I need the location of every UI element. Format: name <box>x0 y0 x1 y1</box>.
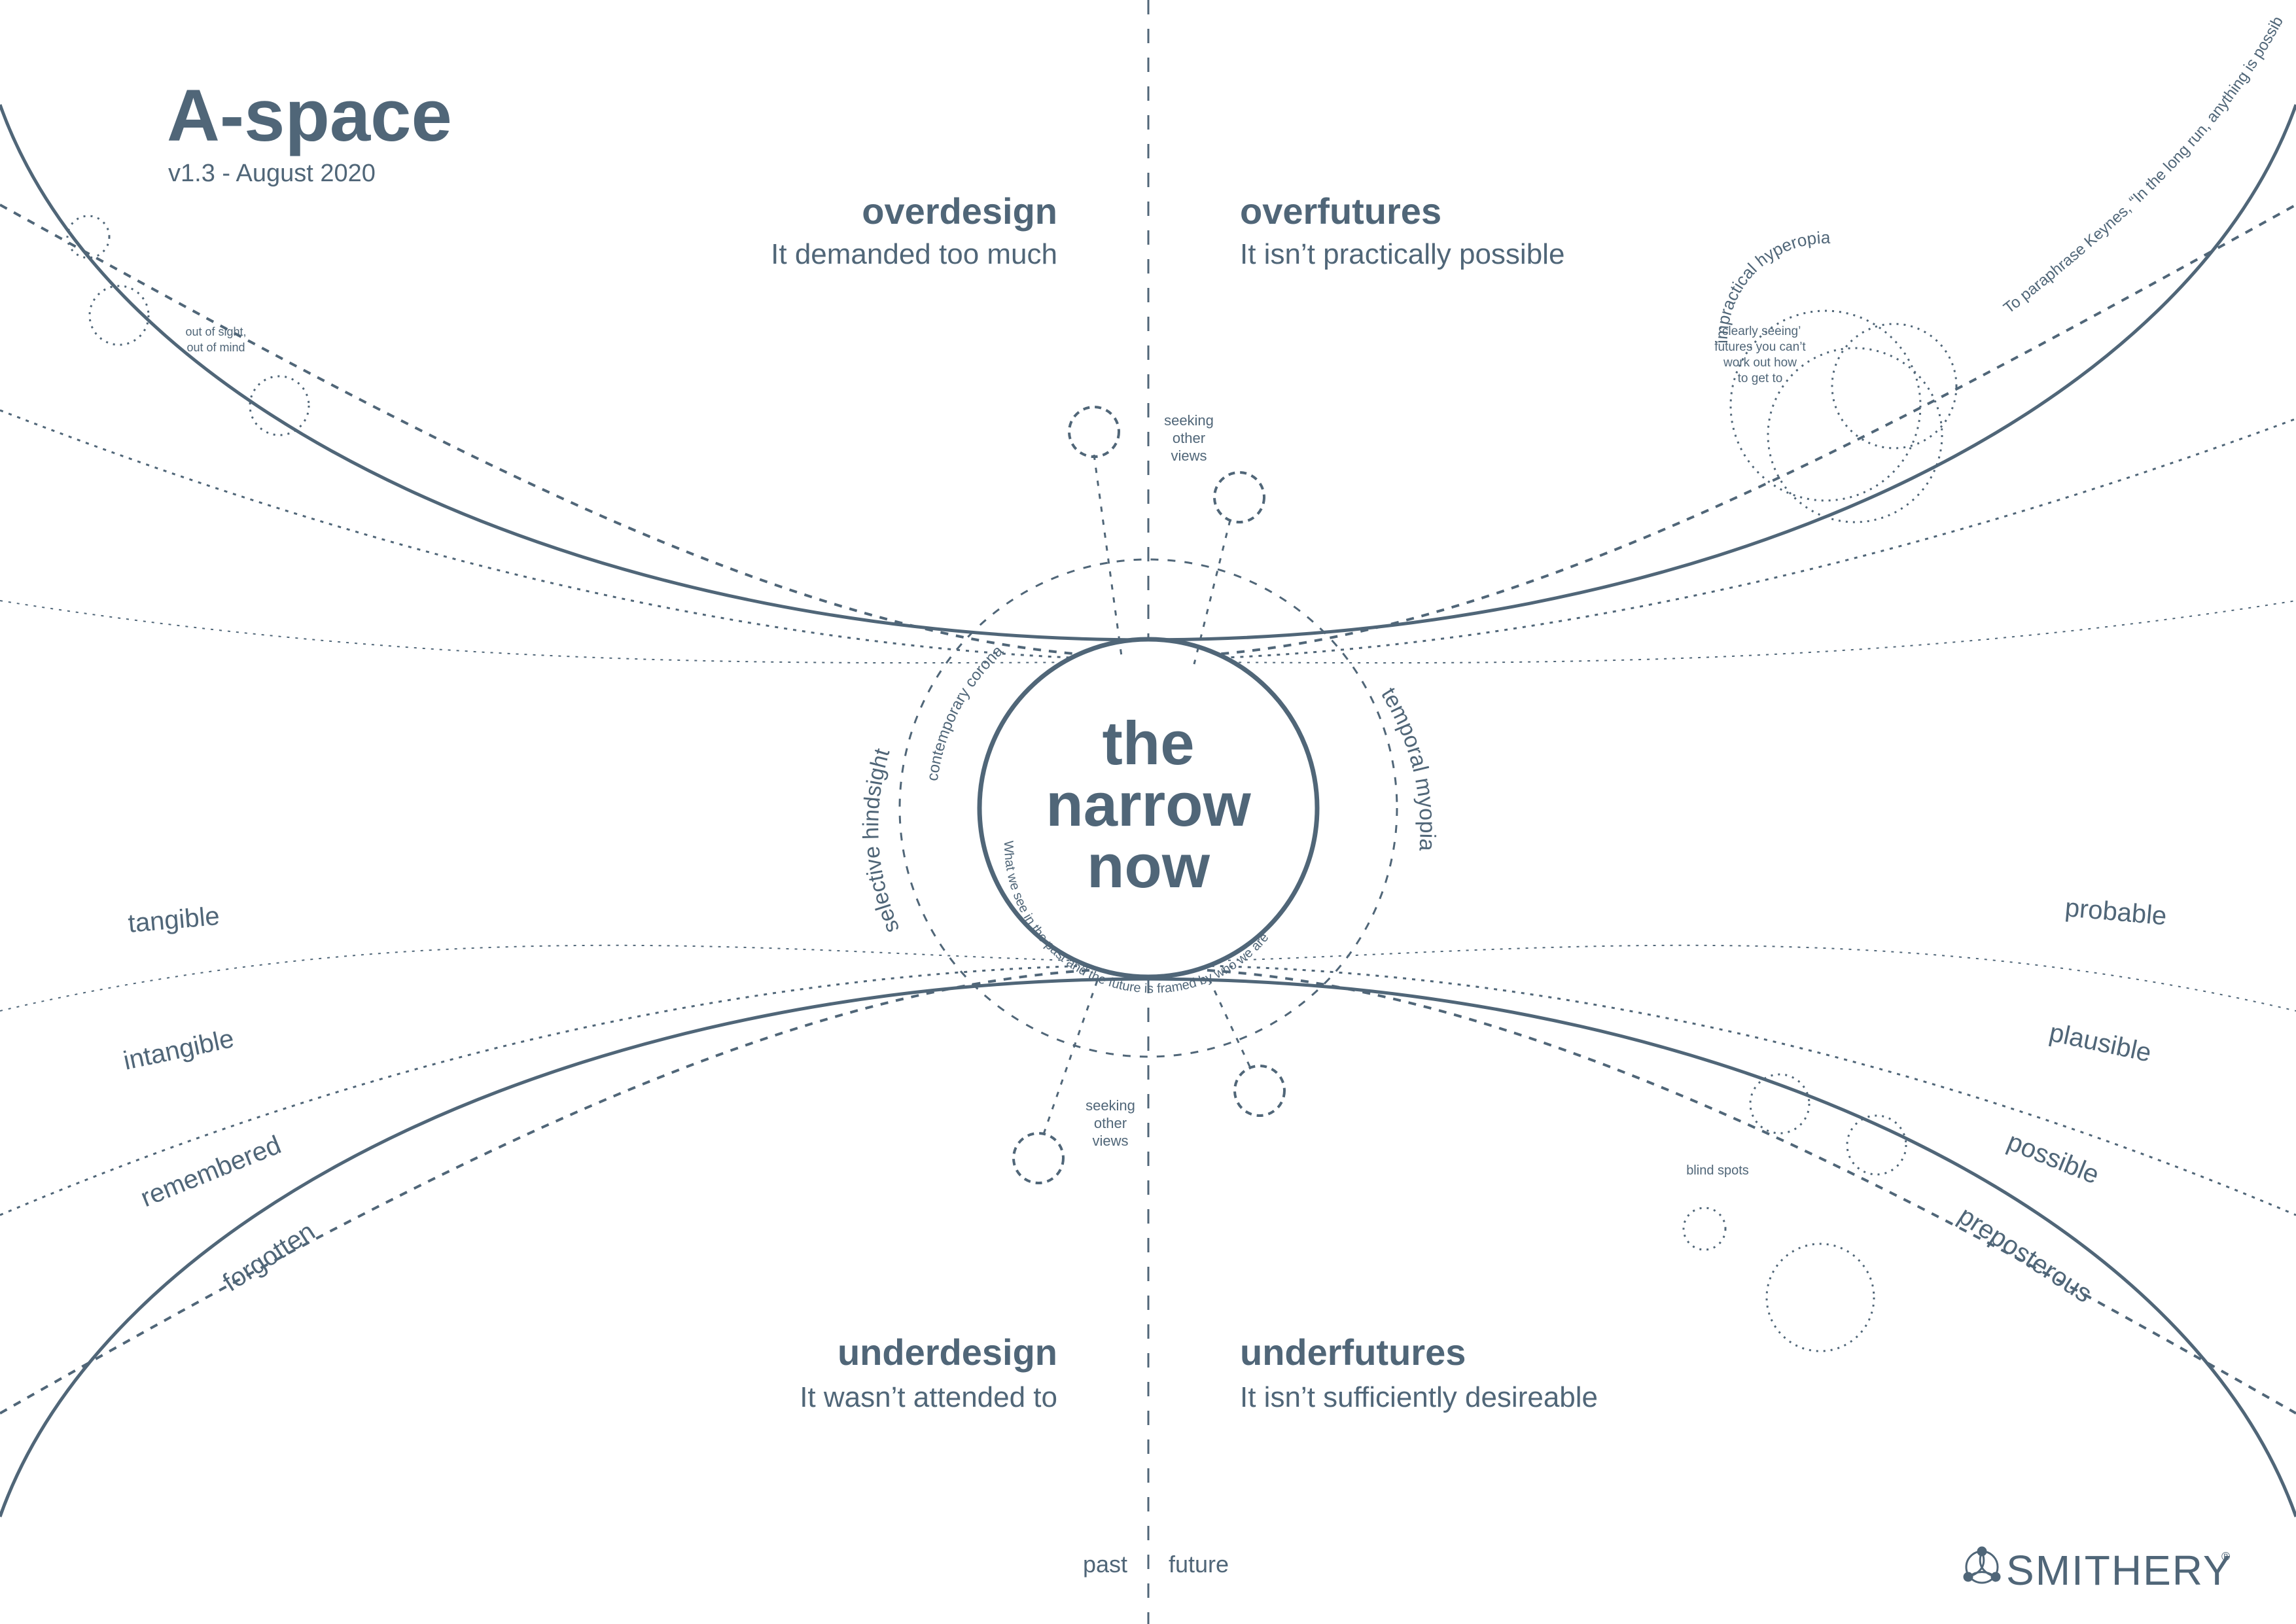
overfutures-subtitle: It isn’t practically possible <box>1240 238 1564 270</box>
narrow-now-circle <box>977 637 1320 980</box>
blind-spot-circles <box>1682 1073 1907 1352</box>
contemporary-corona <box>898 558 1398 1058</box>
past-label: past <box>1083 1551 1127 1578</box>
narrow-now-line-3: now <box>1087 832 1210 900</box>
underfutures-title: underfutures <box>1240 1332 1466 1373</box>
underdesign-title: underdesign <box>838 1332 1057 1373</box>
level-plausible: plausible <box>2047 1018 2154 1068</box>
seeking-circle-2 <box>1213 471 1265 523</box>
out-of-sight-circles <box>66 215 310 436</box>
blind-spots-label: blind spots <box>1686 1163 1749 1178</box>
level-possible: possible <box>2004 1127 2104 1190</box>
svg-text:other: other <box>1094 1115 1127 1131</box>
version-label: v1.3 - August 2020 <box>168 160 376 187</box>
upper-band-dotted <box>0 409 2296 661</box>
overdesign-subtitle: It demanded too much <box>771 238 1057 270</box>
temporal-myopia-label: temporal myopia <box>1376 683 1439 852</box>
selective-hindsight-label: selective hindsight <box>858 745 904 936</box>
svg-text:to get to: to get to <box>1738 372 1783 385</box>
svg-text:out of sight,: out of sight, <box>185 325 246 338</box>
overfutures-title: overfutures <box>1240 190 1441 232</box>
seeking-line-3 <box>1042 974 1101 1135</box>
smithery-mark-icon <box>1963 1546 2001 1584</box>
svg-text:other: other <box>1173 430 1205 446</box>
svg-text:seeking: seeking <box>1164 412 1214 429</box>
svg-text:work out how: work out how <box>1723 356 1797 370</box>
seeking-circle-3 <box>1012 1132 1065 1184</box>
seeking-line-1 <box>1093 454 1123 662</box>
future-label: future <box>1169 1551 1229 1578</box>
keynes-quote: To paraphrase Keynes, “In the long run, … <box>0 0 2287 317</box>
seeking-other-views-bottom: seeking other views <box>1086 1097 1135 1149</box>
narrow-now-line-1: the <box>1103 709 1195 777</box>
seeking-other-views-top: seeking other views <box>1164 412 1214 464</box>
clearly-seeing-label: ‘clearly seeing’ futures you can’t work … <box>1714 325 1806 385</box>
seeking-line-2 <box>1193 520 1231 665</box>
out-of-sight-label: out of sight, out of mind <box>185 325 246 354</box>
narrow-now-line-2: narrow <box>1046 770 1251 839</box>
svg-text:seeking: seeking <box>1086 1097 1135 1114</box>
underfutures-subtitle: It isn’t sufficiently desireable <box>1240 1381 1598 1413</box>
svg-text:out of mind: out of mind <box>186 341 245 354</box>
smithery-logo: SMITHERY ® <box>1963 1546 2233 1594</box>
level-intangible: intangible <box>121 1024 237 1076</box>
level-preposterous: preposterous <box>1953 1201 2097 1309</box>
page-title: A-space <box>167 75 452 156</box>
svg-text:views: views <box>1092 1133 1128 1149</box>
seeking-line-4 <box>1206 974 1251 1067</box>
svg-text:‘clearly seeing’: ‘clearly seeing’ <box>1720 325 1801 338</box>
hyperopia-circles <box>1729 309 1958 523</box>
level-tangible: tangible <box>127 902 221 938</box>
underdesign-subtitle: It wasn’t attended to <box>800 1381 1057 1413</box>
svg-text:futures you can’t: futures you can’t <box>1714 340 1806 354</box>
smithery-wordmark: SMITHERY <box>2006 1547 2233 1594</box>
registered-mark: ® <box>2221 1550 2230 1563</box>
svg-text:views: views <box>1171 448 1207 464</box>
level-remembered: remembered <box>137 1131 285 1213</box>
lower-band-dotted <box>0 964 2296 1216</box>
overdesign-title: overdesign <box>862 190 1057 232</box>
level-probable: probable <box>2064 893 2168 930</box>
seeking-circle-4 <box>1233 1065 1286 1117</box>
seeking-circle-1 <box>1068 406 1120 458</box>
